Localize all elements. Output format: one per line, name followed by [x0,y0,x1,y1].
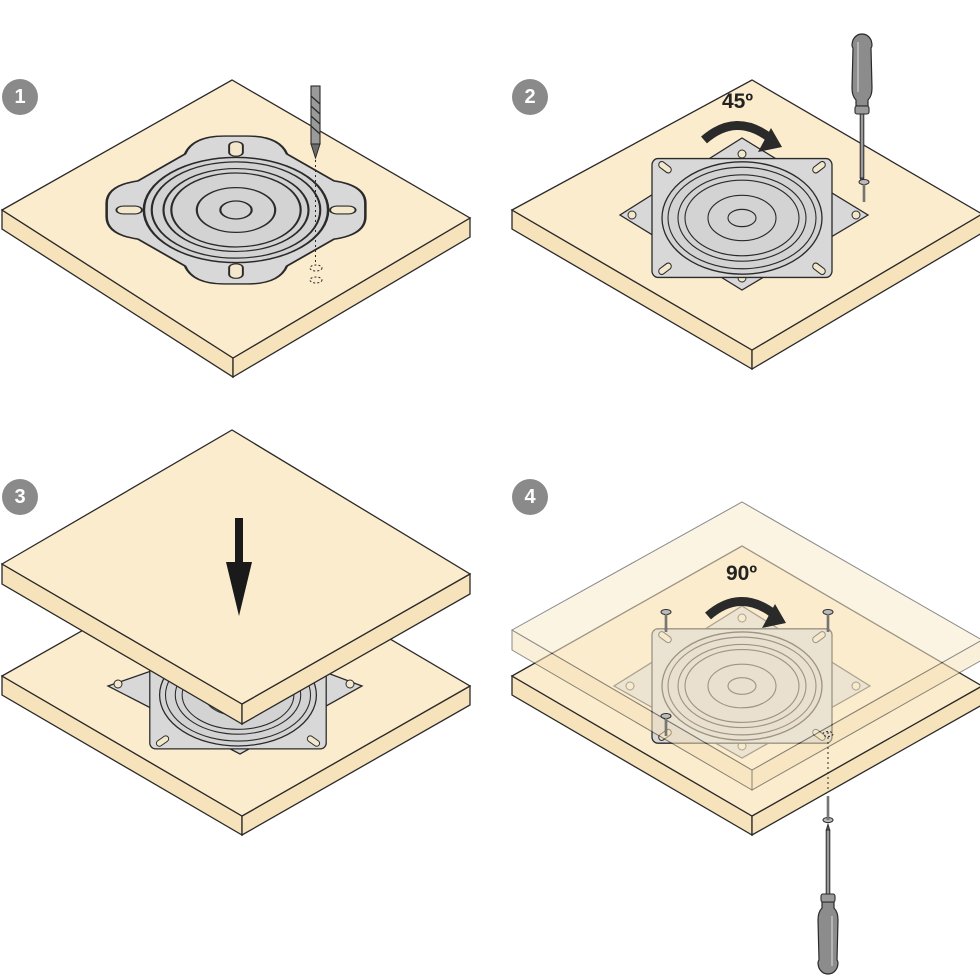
swivel-bearing-plate [651,157,833,279]
step-1-panel: 1 [0,0,490,490]
screw-icon [822,796,834,823]
step-4-panel: 4 90º [490,479,980,980]
drill-bit-icon [309,85,323,284]
step-3-panel: 3 [0,429,490,980]
step-1-badge: 1 [2,79,38,115]
rotation-label: 90º [726,562,758,585]
screwdriver-icon [817,823,839,975]
rotation-label: 45º [722,90,754,113]
rotation-arrow-icon [701,121,782,152]
rotation-arrow-icon [705,597,786,628]
screw-hole-guide [822,731,834,792]
step-2-badge: 2 [512,79,548,115]
transparent-top-board [510,501,980,791]
step-2-panel: 2 45º [490,0,980,490]
down-arrow-icon [226,518,252,616]
step-4-badge: 4 [512,479,548,515]
step-3-badge: 3 [2,479,38,515]
